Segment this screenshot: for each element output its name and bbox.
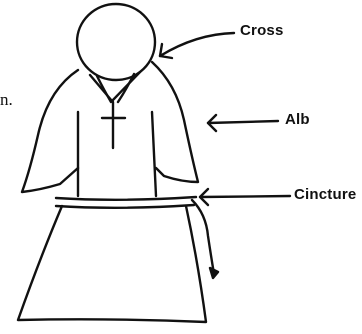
cross-pendant	[102, 102, 125, 148]
label-alb: Alb	[285, 111, 310, 128]
arrow-to-cincture	[200, 189, 290, 205]
cincture-cord	[192, 200, 214, 274]
cincture-tassel	[210, 268, 218, 278]
head-circle	[77, 4, 155, 80]
label-cincture: Cincture	[294, 186, 356, 203]
alb-right-inner-line	[152, 112, 156, 196]
cincture-belt	[56, 197, 196, 208]
alb-right-sleeve	[152, 62, 198, 182]
alb-skirt	[18, 206, 206, 322]
alb-left-sleeve	[22, 70, 78, 192]
arrow-to-alb	[208, 115, 278, 131]
label-cross: Cross	[240, 22, 284, 39]
arrow-to-cross	[160, 33, 234, 58]
